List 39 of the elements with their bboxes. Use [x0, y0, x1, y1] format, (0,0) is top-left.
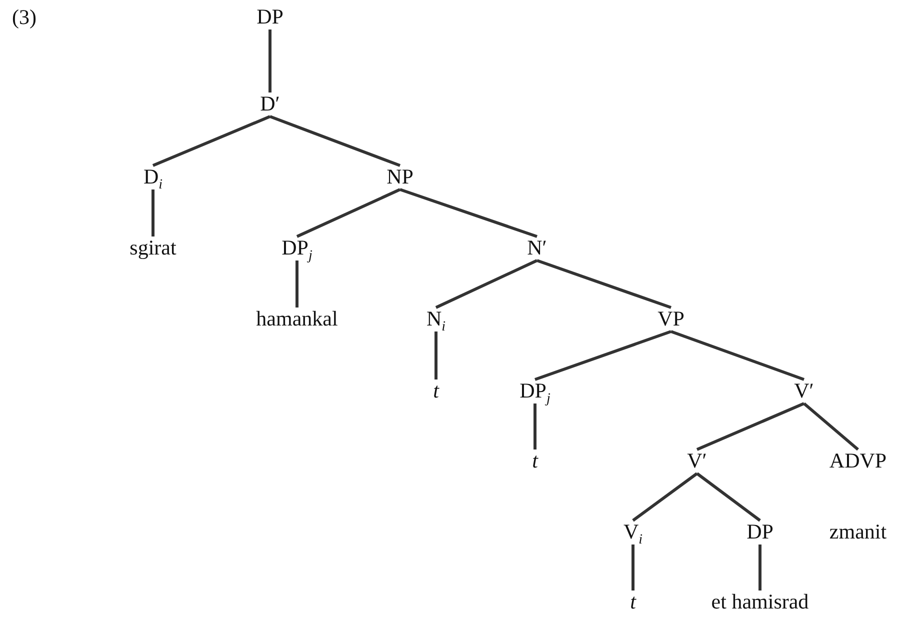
category-label: N′	[526, 238, 548, 258]
tree-branch	[696, 472, 761, 522]
tree-branch	[758, 544, 762, 590]
word-label: t	[432, 380, 440, 402]
category-label: V$_{i}$	[622, 522, 644, 542]
tree-branch	[152, 190, 154, 236]
tree-branch	[534, 330, 672, 381]
category-label: D$_{i}$	[142, 166, 164, 188]
word-label: sgirat	[128, 238, 178, 258]
tree-branch	[803, 402, 859, 451]
tree-branch	[296, 260, 298, 308]
word-label: hamankal	[255, 308, 339, 330]
tree-branch	[296, 188, 401, 238]
tree-branch	[632, 544, 634, 590]
tree-branch	[400, 188, 538, 238]
tree-branch	[435, 259, 538, 309]
category-label: N$_{i}$	[425, 308, 447, 330]
tree-branch	[534, 404, 536, 450]
category-label: V′	[686, 450, 708, 472]
tree-branch	[632, 472, 698, 522]
category-label: NP	[386, 166, 414, 188]
word-label: zmanit	[828, 522, 888, 542]
tree-branch	[268, 30, 272, 92]
word-label: et hamisrad	[710, 592, 810, 612]
category-label: ADVP	[828, 450, 888, 472]
tree-branch	[536, 259, 672, 309]
example-number: (3)	[12, 7, 36, 28]
word-label: t	[629, 592, 637, 612]
category-label: DP	[256, 6, 284, 28]
category-label: V′	[793, 380, 815, 402]
category-label: D′	[259, 94, 281, 114]
category-label: DP	[746, 522, 774, 542]
word-label: t	[531, 450, 539, 472]
category-label: VP	[656, 308, 686, 330]
tree-branch	[434, 332, 438, 380]
tree-branch	[152, 115, 271, 167]
tree-branch	[269, 115, 401, 167]
tree-branch	[670, 330, 804, 381]
tree-branch	[696, 402, 805, 451]
